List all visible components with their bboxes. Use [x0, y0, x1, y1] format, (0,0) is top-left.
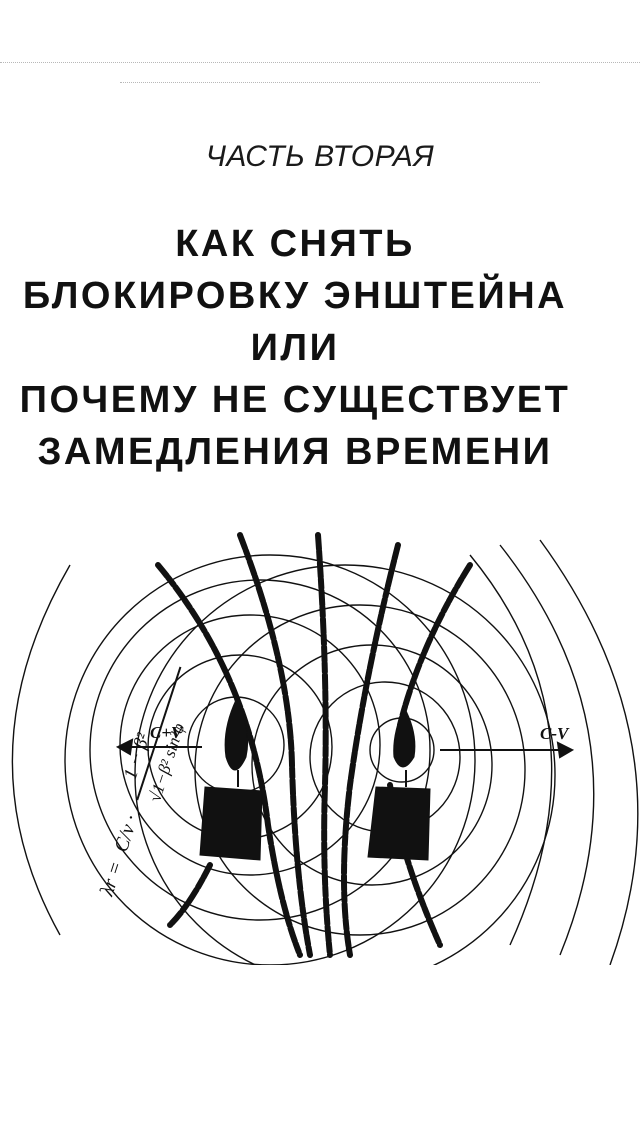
chapter-title: КАК СНЯТЬ БЛОКИРОВКУ ЭНШТЕЙНА ИЛИ ПОЧЕМУ… [0, 218, 590, 478]
formula-coef: C/ν · [110, 812, 143, 855]
wavefront-arc [11, 564, 71, 936]
interference-line [397, 562, 473, 728]
wavefront-arc [499, 544, 595, 956]
section-label: ЧАСТЬ ВТОРАЯ [205, 140, 435, 173]
wavefront-circle [194, 604, 526, 936]
left-velocity-arrow [115, 738, 202, 756]
formula-fraction-bar [136, 666, 182, 801]
left-candle-body [199, 786, 263, 861]
right-arrow-label: C-V [540, 724, 570, 743]
wavefront-circle [89, 579, 431, 921]
wavefront-circle [134, 564, 556, 965]
interference-line [167, 862, 213, 928]
left-flame-icon [224, 698, 249, 771]
wavefront-arc [469, 554, 553, 946]
scan-artifact-top [0, 62, 640, 63]
interference-line [155, 562, 303, 958]
wavelength-formula: λr = C/ν · 1 − β² √1−β² sin²φ [96, 666, 188, 900]
doppler-candles-diagram: C+V C-V λr = C/ν · 1 − β² √1−β² sin²φ [11, 532, 639, 965]
right-velocity-arrow [440, 741, 575, 759]
wavefront-circle [64, 554, 476, 965]
right-candle-icon [367, 705, 431, 861]
interference-line [341, 542, 401, 958]
interference-line [237, 532, 313, 958]
left-candle-icon [199, 698, 263, 861]
title-line-4: ПОЧЕМУ НЕ СУЩЕСТВУЕТ [19, 379, 571, 421]
right-candle-body [367, 786, 431, 861]
scan-artifact-second [120, 82, 540, 83]
title-line-2: БЛОКИРОВКУ ЭНШТЕЙНА [22, 275, 568, 317]
title-line-5: ЗАМЕДЛЕНИЯ ВРЕМЕНИ [37, 431, 553, 473]
title-line-1: КАК СНЯТЬ [175, 223, 415, 265]
formula-numerator: 1 − β² [120, 731, 155, 782]
wavefront-arc [539, 539, 639, 965]
interference-line [315, 532, 333, 958]
right-flame-icon [393, 705, 416, 768]
title-line-3: ИЛИ [250, 327, 340, 369]
formula-lhs: λr = [96, 859, 128, 900]
